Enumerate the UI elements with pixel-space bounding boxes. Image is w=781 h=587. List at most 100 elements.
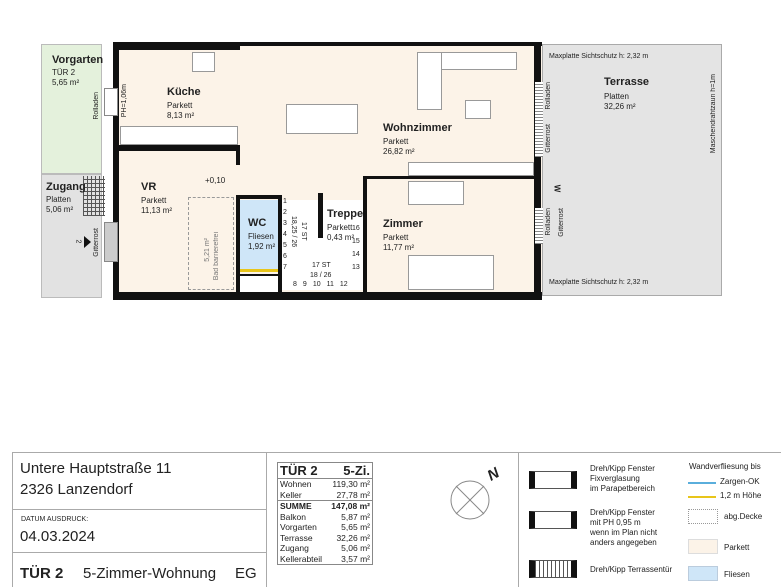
terrasse-floor: Platten: [604, 92, 629, 101]
bad-area: 5,21 m²: [204, 238, 211, 262]
wc-area: 1,92 m²: [248, 242, 276, 251]
legend-fliesen: Fliesen: [724, 570, 750, 579]
legend-parkett: Parkett: [724, 543, 750, 552]
terrace-door-2[interactable]: [535, 208, 543, 244]
decke-swatch: [688, 509, 718, 524]
vorgarten-sub: TÜR 2: [52, 68, 76, 77]
sichtschutz-top: Maxplatte Sichtschutz h: 2,32 m: [549, 53, 649, 60]
unit-type: 5-Zimmer-Wohnung: [83, 565, 217, 582]
coffee-table: [465, 100, 491, 119]
stair-floor: [282, 200, 364, 290]
kueche-name: Küche: [167, 86, 201, 98]
terrasse-area: 32,26 m²: [604, 102, 636, 111]
terrace-door-icon: [529, 560, 577, 578]
info-left-divider: [266, 452, 267, 587]
bed: [408, 255, 494, 290]
address-line-1: Untere Hauptstraße 11: [20, 460, 172, 477]
info-top-line: [12, 452, 781, 453]
zimmer-name: Zimmer: [383, 218, 423, 230]
rolladen-kitchen: Rolladen: [93, 92, 100, 120]
north-compass-icon: [450, 480, 490, 520]
sofa-side: [417, 52, 442, 110]
zugang-area-label: 5,06 m²: [46, 205, 74, 214]
kueche-floor: Parkett: [167, 101, 193, 110]
rolladen-terrace-1: Rolladen: [545, 82, 552, 110]
datum-value: 04.03.2024: [20, 528, 96, 545]
bad-outline: [188, 197, 234, 290]
vr-name: VR: [141, 181, 157, 193]
terrace-door-1[interactable]: [535, 82, 543, 157]
kueche-area: 8,13 m²: [167, 111, 195, 120]
terrasse-name: Terrasse: [604, 76, 650, 88]
address-line-2: 2326 Lanzendorf: [20, 481, 133, 498]
unit-label: TÜR 2: [20, 565, 64, 582]
wc-tile-line: [240, 269, 278, 272]
gitterrost-entry: Gitterrost: [93, 228, 100, 257]
wc-floor: Fliesen: [248, 232, 274, 241]
vorgarten-area: [41, 44, 102, 174]
window-fixed-icon: [529, 471, 577, 489]
zugang-name: Zugang: [46, 181, 86, 193]
rolladen-terrace-2: Rolladen: [545, 208, 552, 236]
treppe-name: Treppe: [327, 208, 364, 220]
treppe-floor: Parkett: [327, 223, 353, 232]
table-unit: TÜR 2: [280, 463, 318, 478]
kitchen-window: [104, 88, 118, 116]
stair-count-2: 17 ST: [312, 262, 331, 269]
legend-hoehe: 1,2 m Höhe: [720, 491, 762, 500]
gitterrost-terrace-1: Gitterrost: [545, 124, 552, 153]
sichtschutz-bottom: Maxplatte Sichtschutz h: 2,32 m: [549, 279, 649, 286]
stove: [192, 52, 215, 72]
desk: [408, 181, 464, 205]
stair-count-1: 17 ST: [300, 222, 307, 241]
dining-table: [286, 104, 358, 134]
treppe-area: 0,43 m²: [327, 233, 355, 242]
gitterrost-terrace-2: Gitterrost: [558, 208, 565, 237]
grid-mat: [83, 176, 105, 216]
legend-tiling-title: Wandverfliesung bis: [689, 462, 761, 471]
vorgarten-name: Vorgarten: [52, 54, 104, 66]
sideboard: [408, 162, 534, 176]
window-ph-icon: [529, 511, 577, 529]
table-rooms: 5-Zi.: [343, 463, 370, 478]
wc-name: WC: [248, 217, 267, 229]
zugang-floor: Platten: [46, 195, 71, 204]
zaun-label: Maschendrahtzaun h=1m: [710, 74, 717, 154]
stair-dim-1: 18,25 / 26: [290, 216, 297, 248]
stair-dim-2: 18 / 26: [310, 272, 332, 279]
vr-area: 11,13 m²: [141, 206, 172, 215]
zimmer-floor: Parkett: [383, 233, 409, 242]
vr-level: +0,10: [205, 176, 226, 185]
bad-label: Bad barrierefrei: [213, 232, 220, 281]
wohnzimmer-area: 26,82 m²: [383, 147, 415, 156]
info-left-border: [12, 452, 13, 587]
legend-zargen: Zargen-OK: [720, 477, 760, 486]
vr-floor: Parkett: [141, 196, 167, 205]
entry-arrow-icon: [84, 236, 91, 248]
w-marker: W: [552, 184, 562, 193]
entry-number: 2: [74, 239, 82, 244]
legend-decke: abg.Decke: [724, 512, 763, 521]
wc-floor: [240, 200, 278, 272]
zargen-swatch: [688, 482, 716, 484]
kitchen-counter: [120, 126, 238, 145]
wohnzimmer-floor: Parkett: [383, 137, 409, 146]
terrasse-area: [542, 44, 722, 296]
wohnzimmer-name: Wohnzimmer: [383, 122, 452, 134]
fliesen-swatch: [688, 566, 718, 581]
parkett-swatch: [688, 539, 718, 554]
entry-door[interactable]: [104, 222, 118, 262]
datum-label: DATUM AUSDRUCK:: [21, 516, 89, 523]
